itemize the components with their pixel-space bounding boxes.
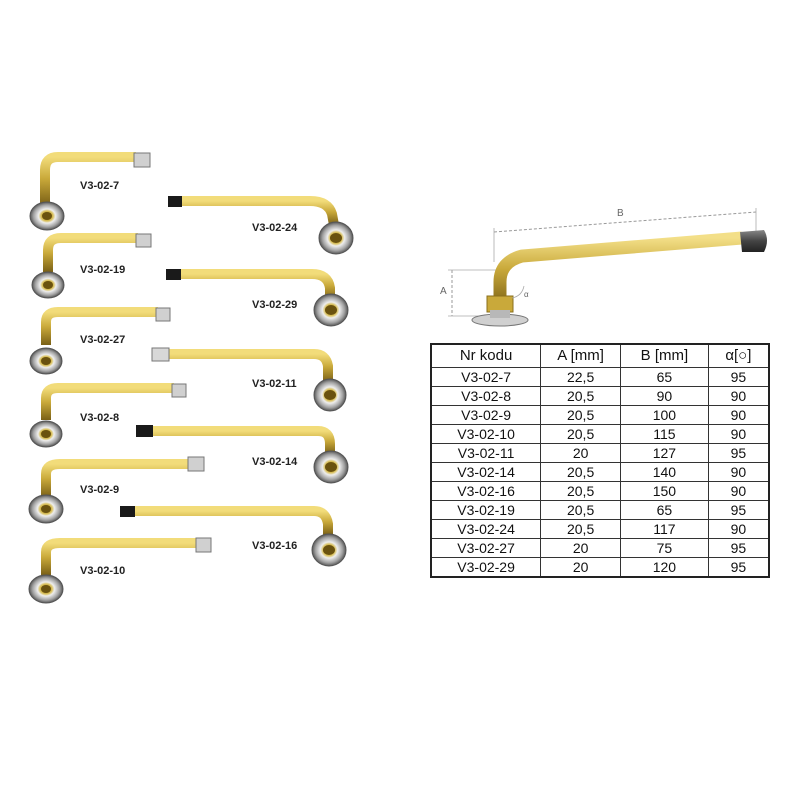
table-header-row: Nr kodu A [mm] B [mm] α[○]: [430, 343, 770, 368]
cell-b: 117: [620, 519, 709, 539]
cell-angle: 90: [707, 386, 770, 406]
cell-code: V3-02-11: [430, 443, 542, 463]
valve-v3-02-16: [120, 506, 347, 567]
cell-a: 20: [540, 557, 622, 578]
cell-angle: 90: [707, 519, 770, 539]
valve-label: V3-02-24: [252, 222, 298, 234]
cell-b: 150: [620, 481, 709, 501]
valve-v3-02-29: [166, 269, 349, 327]
cell-a: 20: [540, 443, 622, 463]
cell-code: V3-02-16: [430, 481, 542, 501]
cell-code: V3-02-9: [430, 405, 542, 425]
header-b: B [mm]: [620, 343, 709, 368]
valve-label: V3-02-19: [80, 264, 126, 276]
cell-angle: 90: [707, 462, 770, 482]
header-a: A [mm]: [540, 343, 622, 368]
cell-code: V3-02-10: [430, 424, 542, 444]
dim-b-line: [493, 211, 757, 233]
cell-b: 75: [620, 538, 709, 558]
cell-code: V3-02-29: [430, 557, 542, 578]
valve-label: V3-02-27: [80, 334, 126, 346]
header-code: Nr kodu: [430, 343, 542, 368]
cell-code: V3-02-27: [430, 538, 542, 558]
cell-a: 20: [540, 538, 622, 558]
cell-a: 20,5: [540, 462, 622, 482]
valve-label: V3-02-8: [80, 412, 120, 424]
dim-b-label: B: [617, 208, 624, 219]
cell-b: 65: [620, 500, 709, 520]
cell-angle: 90: [707, 424, 770, 444]
cell-angle: 90: [707, 405, 770, 425]
valve-label: V3-02-11: [252, 378, 297, 390]
cell-angle: 95: [707, 443, 770, 463]
cell-b: 100: [620, 405, 709, 425]
header-angle: α[○]: [707, 343, 770, 368]
cell-b: 115: [620, 424, 709, 444]
cell-code: V3-02-24: [430, 519, 542, 539]
cell-angle: 95: [707, 367, 770, 387]
cell-a: 20,5: [540, 481, 622, 501]
valve-label: V3-02-14: [252, 456, 298, 468]
cap-icon: [740, 230, 767, 252]
cell-b: 65: [620, 367, 709, 387]
cell-b: 140: [620, 462, 709, 482]
cell-a: 20,5: [540, 386, 622, 406]
angle-arc: [511, 285, 525, 299]
cell-b: 127: [620, 443, 709, 463]
valve-label: V3-02-16: [252, 540, 298, 552]
cell-angle: 95: [707, 500, 770, 520]
valve-label: V3-02-9: [80, 484, 120, 496]
cell-angle: 90: [707, 481, 770, 501]
cell-angle: 95: [707, 538, 770, 558]
cell-code: V3-02-7: [430, 367, 542, 387]
cell-a: 20,5: [540, 424, 622, 444]
cell-code: V3-02-19: [430, 500, 542, 520]
cell-angle: 95: [707, 557, 770, 578]
valve-label: V3-02-29: [252, 299, 298, 311]
valve-v3-02-14: [136, 425, 349, 484]
cell-a: 20,5: [540, 405, 622, 425]
dim-a-label: A: [440, 286, 447, 297]
valve-label: V3-02-7: [80, 180, 120, 192]
cell-a: 20,5: [540, 519, 622, 539]
cell-b: 120: [620, 557, 709, 578]
cell-a: 20,5: [540, 500, 622, 520]
cell-code: V3-02-14: [430, 462, 542, 482]
cell-code: V3-02-8: [430, 386, 542, 406]
cell-b: 90: [620, 386, 709, 406]
cell-a: 22,5: [540, 367, 622, 387]
valve-label: V3-02-10: [80, 565, 126, 577]
valve-v3-02-11: [151, 347, 347, 412]
angle-label: α: [524, 290, 529, 299]
